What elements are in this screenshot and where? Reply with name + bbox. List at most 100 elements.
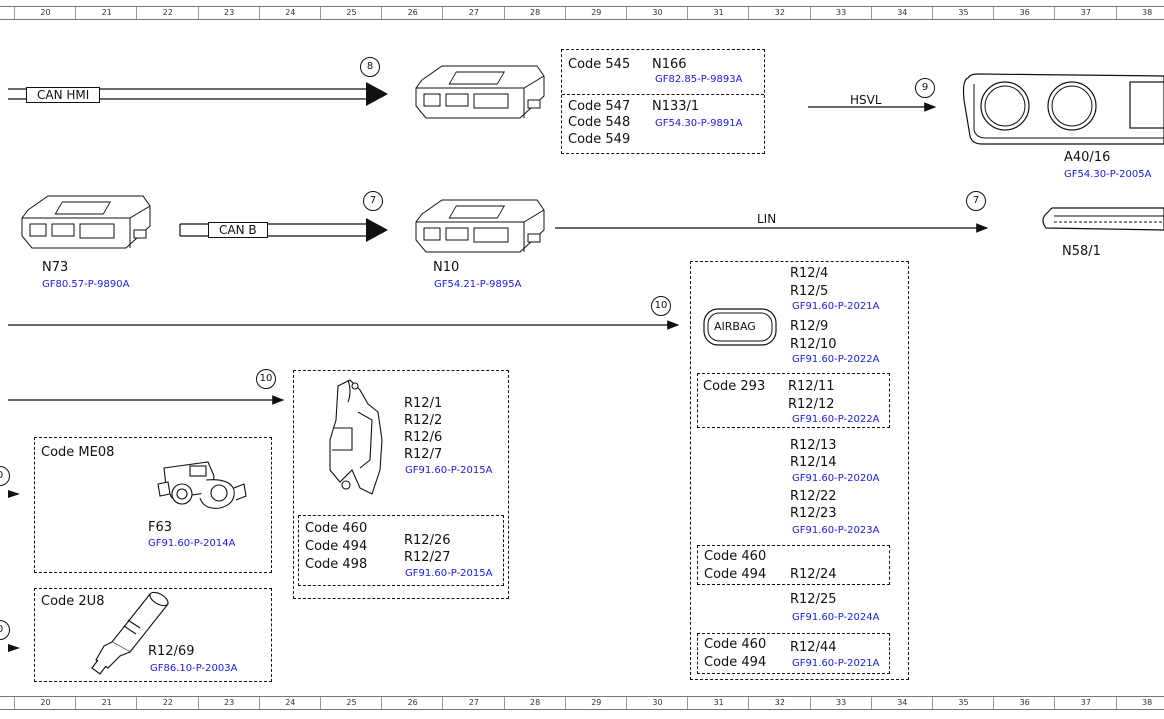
box-code-460-494-b [697, 633, 890, 674]
n73-ref-link[interactable]: GF80.57-P-9890A [42, 279, 130, 290]
a40-label: A40/16 [1064, 150, 1111, 165]
code-548-label: Code 548 [568, 115, 631, 130]
ruler-cell: 33 [809, 697, 872, 709]
ruler-cell: 31 [687, 7, 749, 19]
n10-ref-link[interactable]: GF54.21-P-9895A [434, 279, 522, 290]
n58-control-panel-drawing [1042, 207, 1164, 231]
ruler-cell: 37 [1054, 7, 1116, 19]
ruler-cell: 35 [932, 697, 994, 709]
ruler-cell: 28 [503, 7, 566, 19]
marker-7-can-b: 7 [363, 191, 383, 211]
n10-module-drawing [415, 199, 545, 253]
box-r12-26 [298, 515, 504, 586]
code-545-label: Code 545 [568, 57, 631, 72]
r12-14-label: R12/14 [790, 455, 837, 470]
r12-13-label: R12/13 [790, 438, 837, 453]
ruler-cell: 26 [381, 697, 443, 709]
r12-11-ref-link[interactable]: GF91.60-P-2022A [792, 414, 880, 425]
ruler-cell: 35 [932, 7, 994, 19]
ruler-cell: 33 [809, 7, 872, 19]
box-code-293 [697, 373, 890, 428]
airbag-icon-outline [703, 308, 777, 346]
r12-44-label: R12/44 [790, 640, 837, 655]
r12-1-label: R12/1 [404, 396, 443, 411]
airbag-icon-label: AIRBAG [714, 320, 756, 333]
r12-69-pyrofuse-drawing [91, 591, 169, 675]
ruler-cell: 34 [870, 7, 933, 19]
ruler-cell: 23 [197, 697, 260, 709]
r12-5-label: R12/5 [790, 284, 829, 299]
ruler-cell: 25 [320, 7, 382, 19]
ruler-cell: 30 [626, 7, 688, 19]
f63-ref-link[interactable]: GF91.60-P-2014A [148, 538, 236, 549]
box-code-460-494-a [697, 545, 890, 585]
ruler-cell: 21 [75, 7, 137, 19]
box-code-me08 [34, 437, 272, 573]
r12-26-ref-link[interactable]: GF91.60-P-2015A [405, 568, 493, 579]
ruler-cell: 30 [626, 697, 688, 709]
code-498-label: Code 498 [305, 557, 368, 572]
n166-ref-link[interactable]: GF82.85-P-9893A [655, 74, 743, 85]
ruler-cell: 34 [870, 697, 933, 709]
r12-25-ref-link[interactable]: GF91.60-P-2024A [792, 612, 880, 623]
n133-ref-link[interactable]: GF54.30-P-9891A [655, 118, 743, 129]
r12-24-label: R12/24 [790, 567, 837, 582]
r12-44-ref-link[interactable]: GF91.60-P-2021A [792, 658, 880, 669]
f63-clamp-drawing [157, 461, 247, 509]
r12-11-label: R12/11 [788, 379, 835, 394]
ruler-cell: 22 [136, 7, 198, 19]
n73-label: N73 [42, 260, 69, 275]
ruler-cell: 27 [442, 697, 504, 709]
ruler-cell: 23 [197, 7, 260, 19]
ruler-cell: 21 [75, 697, 137, 709]
code-549-label: Code 549 [568, 132, 631, 147]
code-494-b-label: Code 494 [704, 655, 767, 670]
ruler-cell: 38 [1115, 697, 1164, 709]
ruler-cell: 24 [258, 697, 321, 709]
ruler-cell: 31 [687, 697, 749, 709]
n166-module-drawing [415, 65, 545, 119]
ruler-cell: 37 [1054, 697, 1116, 709]
code-460-a-label: Code 460 [704, 549, 767, 564]
r12-69-label: R12/69 [148, 644, 195, 659]
ruler-cell: 22 [136, 697, 198, 709]
r12-4-ref-link[interactable]: GF91.60-P-2021A [792, 301, 880, 312]
n10-label: N10 [433, 260, 460, 275]
ruler-cell: 20 [14, 7, 76, 19]
instrument-cluster-drawing [962, 73, 1164, 145]
n73-module-drawing [21, 195, 151, 249]
ruler-cell: 36 [993, 7, 1055, 19]
box-divider [562, 94, 764, 95]
n133-label: N133/1 [652, 99, 700, 114]
can-hmi-label: CAN HMI [26, 87, 101, 103]
ruler-cell: 28 [503, 697, 566, 709]
ruler-cell: 25 [320, 697, 382, 709]
r12-26-label: R12/26 [404, 533, 451, 548]
ruler-cell: 27 [442, 7, 504, 19]
r12-1-ref-link[interactable]: GF91.60-P-2015A [405, 465, 493, 476]
ruler-cell: 38 [1115, 7, 1164, 19]
r12-13-ref-link[interactable]: GF91.60-P-2020A [792, 473, 880, 484]
marker-8: 8 [360, 57, 380, 77]
r12-9-ref-link[interactable]: GF91.60-P-2022A [792, 354, 880, 365]
code-293-label: Code 293 [703, 379, 766, 394]
ruler-cell: 29 [564, 7, 627, 19]
marker-10-belt: 10 [256, 369, 276, 389]
n58-label: N58/1 [1062, 244, 1101, 259]
box-r12-1 [293, 370, 509, 599]
ruler-cell: 36 [993, 697, 1055, 709]
ruler-cell: 24 [258, 7, 321, 19]
code-460-label: Code 460 [305, 521, 368, 536]
r12-69-ref-link[interactable]: GF86.10-P-2003A [150, 663, 238, 674]
code-547-label: Code 547 [568, 99, 631, 114]
r12-22-ref-link[interactable]: GF91.60-P-2023A [792, 525, 880, 536]
box-n166-n133 [561, 49, 765, 154]
r12-7-label: R12/7 [404, 447, 443, 462]
code-494-label: Code 494 [305, 539, 368, 554]
ruler-cell: 32 [748, 7, 810, 19]
code-2u8-label: Code 2U8 [41, 594, 105, 609]
a40-ref-link[interactable]: GF54.30-P-2005A [1064, 169, 1152, 180]
edge-arrow-2 [8, 644, 20, 652]
